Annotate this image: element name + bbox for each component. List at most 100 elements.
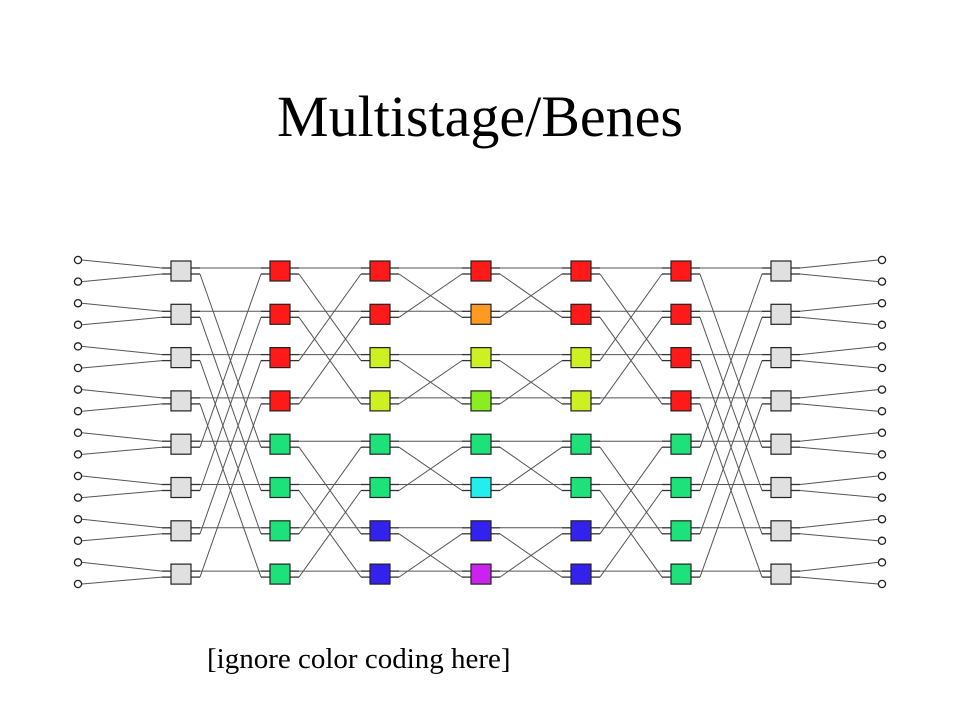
wire [398, 360, 463, 405]
wire [81, 273, 163, 283]
wire [799, 490, 879, 499]
switch-stage-1-row-1 [170, 260, 192, 282]
switch-stage-2-row-4 [269, 390, 291, 412]
output-port [877, 514, 887, 524]
wire [799, 360, 879, 369]
switch-stage-7-row-4 [770, 390, 792, 412]
output-port [877, 558, 887, 567]
switch-stage-4-row-4 [470, 390, 492, 412]
input-port [73, 471, 83, 481]
wire [499, 446, 563, 491]
switch-stage-4-row-3 [470, 347, 492, 369]
output-port [877, 342, 887, 351]
switch-stage-7-row-6 [770, 476, 792, 499]
wire [599, 446, 663, 535]
switch-stage-7-row-3 [770, 347, 792, 369]
output-port [877, 385, 887, 394]
input-port [73, 406, 83, 416]
wire [81, 302, 163, 312]
switch-stage-2-row-5 [269, 433, 291, 455]
output-port [877, 428, 887, 438]
wire [499, 360, 563, 405]
wire [799, 403, 879, 412]
switch-stage-6-row-5 [670, 433, 692, 455]
slide-caption: [ignore color coding here] [207, 643, 511, 675]
switch-stage-1-row-5 [170, 433, 192, 455]
input-port [73, 558, 83, 567]
switch-stage-6-row-1 [670, 260, 692, 282]
switch-stage-6-row-8 [670, 563, 692, 585]
switch-stage-2-row-7 [269, 520, 291, 542]
wire [199, 360, 262, 534]
input-port [73, 342, 83, 351]
wire [398, 273, 463, 318]
wire [81, 360, 163, 369]
input-port [73, 255, 83, 265]
wire [81, 446, 163, 455]
wire [799, 345, 879, 356]
wire [799, 302, 879, 312]
switch-stage-5-row-4 [570, 390, 592, 412]
input-port [73, 536, 83, 546]
output-port [877, 493, 887, 502]
input-port [73, 385, 83, 394]
switch-stage-4-row-1 [470, 260, 492, 282]
switch-stage-7-row-7 [770, 520, 792, 542]
switch-stage-2-row-6 [269, 476, 291, 499]
wire [298, 446, 362, 535]
wire [298, 273, 362, 361]
switch-stage-5-row-1 [570, 260, 592, 282]
switch-stage-1-row-6 [170, 476, 192, 499]
switch-stage-4-row-6 [470, 476, 492, 499]
wire [81, 259, 163, 269]
output-port [877, 363, 887, 373]
output-port [877, 406, 887, 416]
wire [81, 490, 163, 499]
switch-stage-3-row-1 [369, 260, 391, 282]
wire [81, 561, 163, 572]
switch-stage-5-row-6 [570, 476, 592, 499]
switch-stage-3-row-6 [369, 476, 391, 499]
switch-stage-3-row-7 [369, 520, 391, 542]
switch-stage-7-row-5 [770, 433, 792, 455]
slide-title: Multistage/Benes [277, 84, 683, 149]
wire [81, 533, 163, 542]
wire [199, 317, 262, 491]
wire [398, 533, 463, 578]
wire [799, 561, 879, 572]
switch-stage-6-row-3 [670, 347, 692, 369]
wire [799, 518, 879, 529]
wire [799, 389, 879, 399]
wire [499, 273, 563, 318]
switch-stage-6-row-2 [670, 303, 692, 325]
switch-stage-5-row-3 [570, 347, 592, 369]
switch-stage-4-row-8 [470, 563, 492, 585]
switch-stage-5-row-2 [570, 303, 592, 325]
wire [799, 446, 879, 455]
switch-stage-6-row-7 [670, 520, 692, 542]
wire [81, 518, 163, 529]
wire [81, 345, 163, 356]
wire [799, 273, 879, 283]
wire [599, 317, 663, 405]
switch-stage-7-row-1 [770, 260, 792, 282]
switch-stage-5-row-8 [570, 563, 592, 585]
switch-stage-3-row-2 [369, 303, 391, 325]
wire [199, 403, 262, 578]
wire [81, 316, 163, 326]
wire [81, 389, 163, 399]
switch-stage-7-row-8 [770, 563, 792, 585]
wiring [81, 259, 879, 585]
wire [799, 533, 879, 542]
wire [599, 490, 663, 578]
switch-stage-2-row-3 [269, 347, 291, 369]
wire [599, 273, 663, 361]
wire [298, 317, 362, 405]
input-port [73, 277, 83, 286]
switch-stage-1-row-8 [170, 563, 192, 585]
switch-stage-2-row-2 [269, 303, 291, 325]
output-port [877, 255, 887, 265]
output-port [877, 450, 887, 459]
input-port [73, 579, 83, 589]
